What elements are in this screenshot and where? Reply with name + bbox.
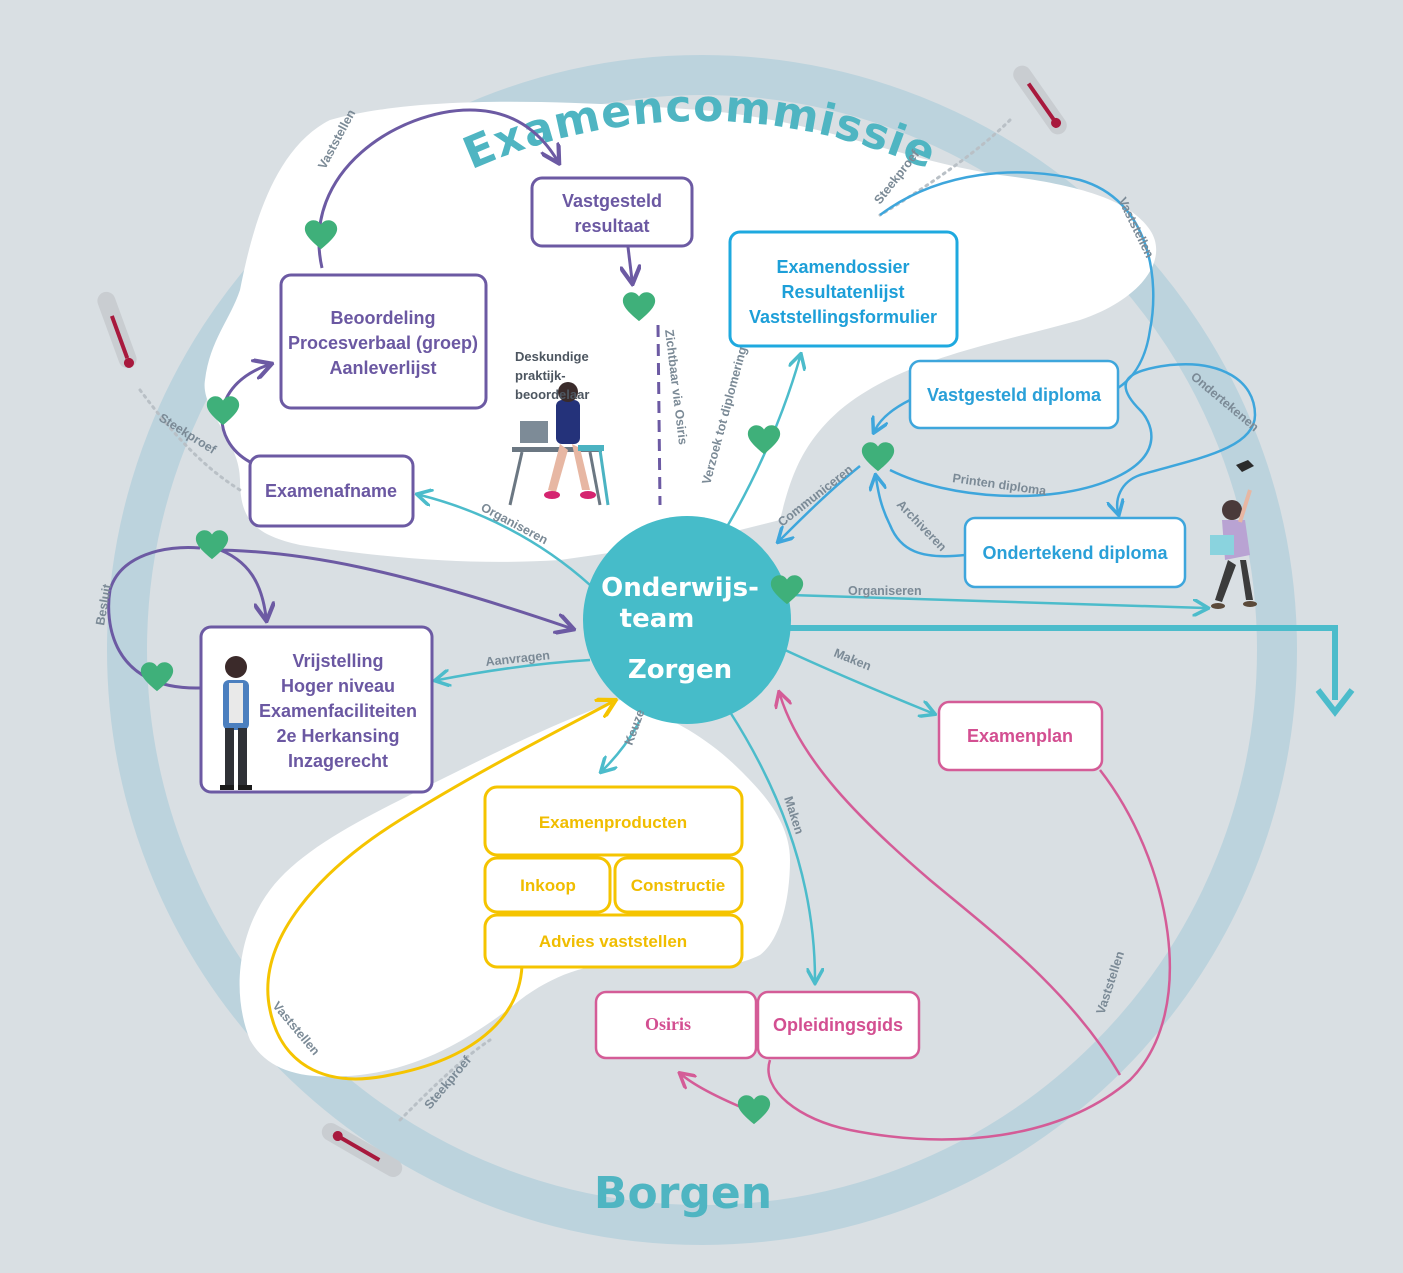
box-examenplan: Examenplan bbox=[937, 700, 1104, 772]
box-examendossier: Examendossier Resultatenlijst Vaststelli… bbox=[728, 230, 959, 348]
student-person-icon bbox=[220, 656, 252, 790]
svg-text:Procesverbaal (groep): Procesverbaal (groep) bbox=[288, 333, 478, 353]
svg-text:Examenproducten: Examenproducten bbox=[539, 813, 687, 832]
box-constructie: Constructie bbox=[613, 856, 744, 914]
svg-text:Inkoop: Inkoop bbox=[520, 876, 576, 895]
svg-text:Osiris: Osiris bbox=[645, 1014, 691, 1034]
svg-text:team: team bbox=[620, 604, 695, 634]
arrow-main-head bbox=[1315, 688, 1355, 717]
arrow-communiceren bbox=[780, 465, 861, 540]
label-aanvragen: Aanvragen bbox=[485, 648, 551, 669]
svg-text:Aanleverlijst: Aanleverlijst bbox=[329, 358, 436, 378]
center-onderwijsteam: Onderwijs- team Zorgen bbox=[583, 516, 791, 724]
svg-text:Examenplan: Examenplan bbox=[967, 726, 1073, 746]
svg-text:Inzagerecht: Inzagerecht bbox=[288, 751, 388, 771]
box-opleidingsgids: Opleidingsgids bbox=[756, 990, 921, 1060]
white-area-top bbox=[204, 101, 1157, 562]
svg-text:Constructie: Constructie bbox=[631, 876, 725, 895]
arrow-pink-to-team bbox=[780, 695, 1122, 1076]
loop-printen-ondertekenen bbox=[889, 363, 1257, 512]
arrow-to-communiceren bbox=[875, 398, 911, 430]
svg-text:Onderwijs-: Onderwijs- bbox=[601, 573, 759, 603]
label-organiseren-right: Organiseren bbox=[848, 584, 922, 598]
arrow-archiveren bbox=[876, 478, 966, 558]
arrow-maken-examenplan bbox=[784, 648, 932, 713]
arrow-maken-osiris bbox=[728, 711, 815, 980]
borgen-ring bbox=[107, 55, 1297, 1245]
arrow-organiseren-left bbox=[420, 495, 591, 586]
graduate-person-icon bbox=[1210, 460, 1257, 609]
svg-text:Vrijstelling: Vrijstelling bbox=[292, 651, 383, 671]
box-advies-vaststellen: Advies vaststellen bbox=[483, 913, 744, 969]
box-vastgesteld-resultaat: Vastgesteld resultaat bbox=[530, 176, 694, 248]
svg-text:Examenfaciliteiten: Examenfaciliteiten bbox=[259, 701, 417, 721]
svg-text:Vastgesteld: Vastgesteld bbox=[562, 191, 662, 211]
svg-text:Beoordeling: Beoordeling bbox=[330, 308, 435, 328]
svg-text:resultaat: resultaat bbox=[574, 216, 649, 236]
svg-text:Hoger niveau: Hoger niveau bbox=[281, 676, 395, 696]
svg-text:Vaststellingsformulier: Vaststellingsformulier bbox=[749, 307, 937, 327]
svg-text:Advies vaststellen: Advies vaststellen bbox=[539, 932, 687, 951]
arrow-besluit-vrijstelling bbox=[214, 546, 266, 617]
box-ondertekend-diploma: Ondertekend diploma bbox=[963, 516, 1187, 589]
arrow-organiseren-right bbox=[789, 593, 1205, 608]
svg-text:Examendossier: Examendossier bbox=[776, 257, 909, 277]
arrow-keuze bbox=[603, 719, 642, 770]
assessor-person-icon bbox=[508, 382, 610, 506]
loop-vaststellen-pink-a bbox=[767, 769, 1172, 1141]
svg-text:Resultatenlijst: Resultatenlijst bbox=[781, 282, 904, 302]
thermometer-icon bbox=[1013, 65, 1067, 135]
arrow-vaststellen-purple bbox=[317, 108, 557, 269]
steekproef-dots bbox=[138, 388, 242, 492]
box-inkoop: Inkoop bbox=[483, 856, 612, 914]
box-osiris: Osiris bbox=[594, 990, 758, 1060]
steekproef-dots bbox=[398, 1038, 492, 1122]
svg-text:Zorgen: Zorgen bbox=[628, 655, 732, 685]
arrow-aanvragen bbox=[438, 658, 591, 680]
loop-vaststellen-yellow bbox=[266, 702, 612, 1081]
thermometer-icon bbox=[97, 291, 137, 369]
box-examenproducten: Examenproducten bbox=[483, 785, 744, 857]
svg-text:Opleidingsgids: Opleidingsgids bbox=[773, 1015, 903, 1035]
box-vrijstelling: Vrijstelling Hoger niveau Examenfacilite… bbox=[199, 625, 434, 794]
loop-vaststellen-blue bbox=[879, 171, 1155, 390]
arrow-resultaat bbox=[628, 246, 632, 280]
svg-text:2e Herkansing: 2e Herkansing bbox=[276, 726, 399, 746]
label-deskundige: Deskundige praktijk- beoordelaar bbox=[515, 349, 592, 402]
svg-text:Ondertekend diploma: Ondertekend diploma bbox=[982, 543, 1168, 563]
line-zichtbaar-osiris bbox=[656, 324, 662, 506]
box-vastgesteld-diploma: Vastgesteld diploma bbox=[908, 359, 1120, 430]
arrow-main-flow bbox=[760, 625, 1338, 700]
thermometer-icon bbox=[321, 1123, 403, 1177]
box-examenafname: Examenafname bbox=[248, 454, 415, 528]
title-borgen: Borgen bbox=[594, 1168, 772, 1219]
svg-text:Vastgesteld diploma: Vastgesteld diploma bbox=[927, 385, 1102, 405]
box-beoordeling: Beoordeling Procesverbaal (groep) Aanlev… bbox=[279, 273, 488, 410]
arrow-besluit-team bbox=[209, 548, 570, 628]
svg-text:Examenafname: Examenafname bbox=[265, 481, 397, 501]
